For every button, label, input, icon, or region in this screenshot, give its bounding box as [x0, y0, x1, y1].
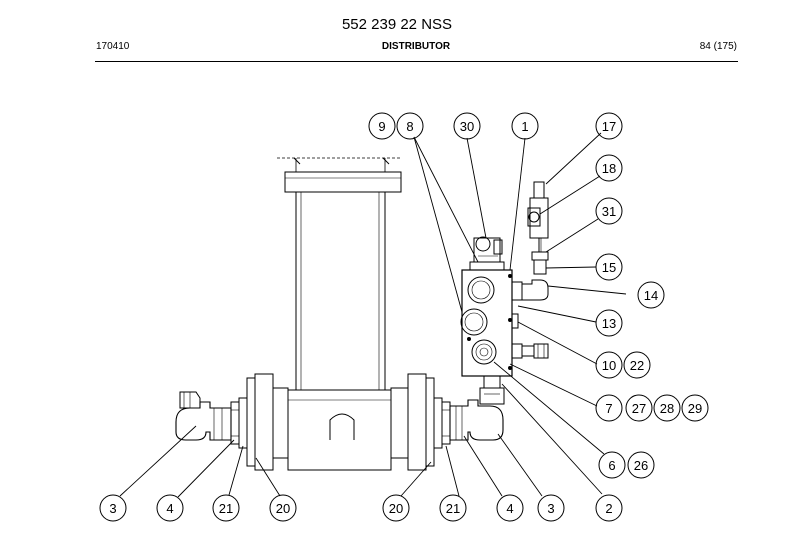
callout-15: 15 — [602, 260, 616, 275]
callout-9: 9 — [378, 119, 385, 134]
callout-2: 2 — [605, 501, 612, 516]
callout-1: 1 — [521, 119, 528, 134]
header-rule — [95, 61, 738, 62]
distributor-block — [460, 181, 549, 377]
callout-3-left: 3 — [109, 501, 116, 516]
callout-28: 28 — [660, 401, 674, 416]
leader-lines — [119, 132, 627, 498]
callout-29: 29 — [688, 401, 702, 416]
document-number: 170410 — [96, 41, 130, 52]
callout-6: 6 — [608, 458, 615, 473]
callout-13: 13 — [602, 316, 616, 331]
callout-21-right: 21 — [446, 501, 460, 516]
callout-31: 31 — [602, 204, 616, 219]
callout-30: 30 — [460, 119, 474, 134]
cylinder-assembly — [175, 157, 505, 471]
callout-18: 18 — [602, 161, 616, 176]
callout-10: 10 — [602, 358, 616, 373]
callout-3-right: 3 — [547, 501, 554, 516]
callout-circles — [99, 112, 709, 522]
document-title: 552 239 22 NSS — [341, 16, 453, 33]
callout-21-left: 21 — [219, 501, 233, 516]
callout-4-right: 4 — [506, 501, 513, 516]
callout-7: 7 — [605, 401, 612, 416]
callout-27: 27 — [632, 401, 646, 416]
callout-8: 8 — [406, 119, 413, 134]
callout-26: 26 — [634, 458, 648, 473]
callout-14: 14 — [644, 288, 658, 303]
callout-4-left: 4 — [166, 501, 173, 516]
callout-17: 17 — [602, 119, 616, 134]
callout-20-left: 20 — [276, 501, 290, 516]
callout-20-right: 20 — [389, 501, 403, 516]
callout-22: 22 — [630, 358, 644, 373]
section-title: DISTRIBUTOR — [381, 41, 451, 52]
page-number: 84 (175) — [699, 41, 737, 52]
